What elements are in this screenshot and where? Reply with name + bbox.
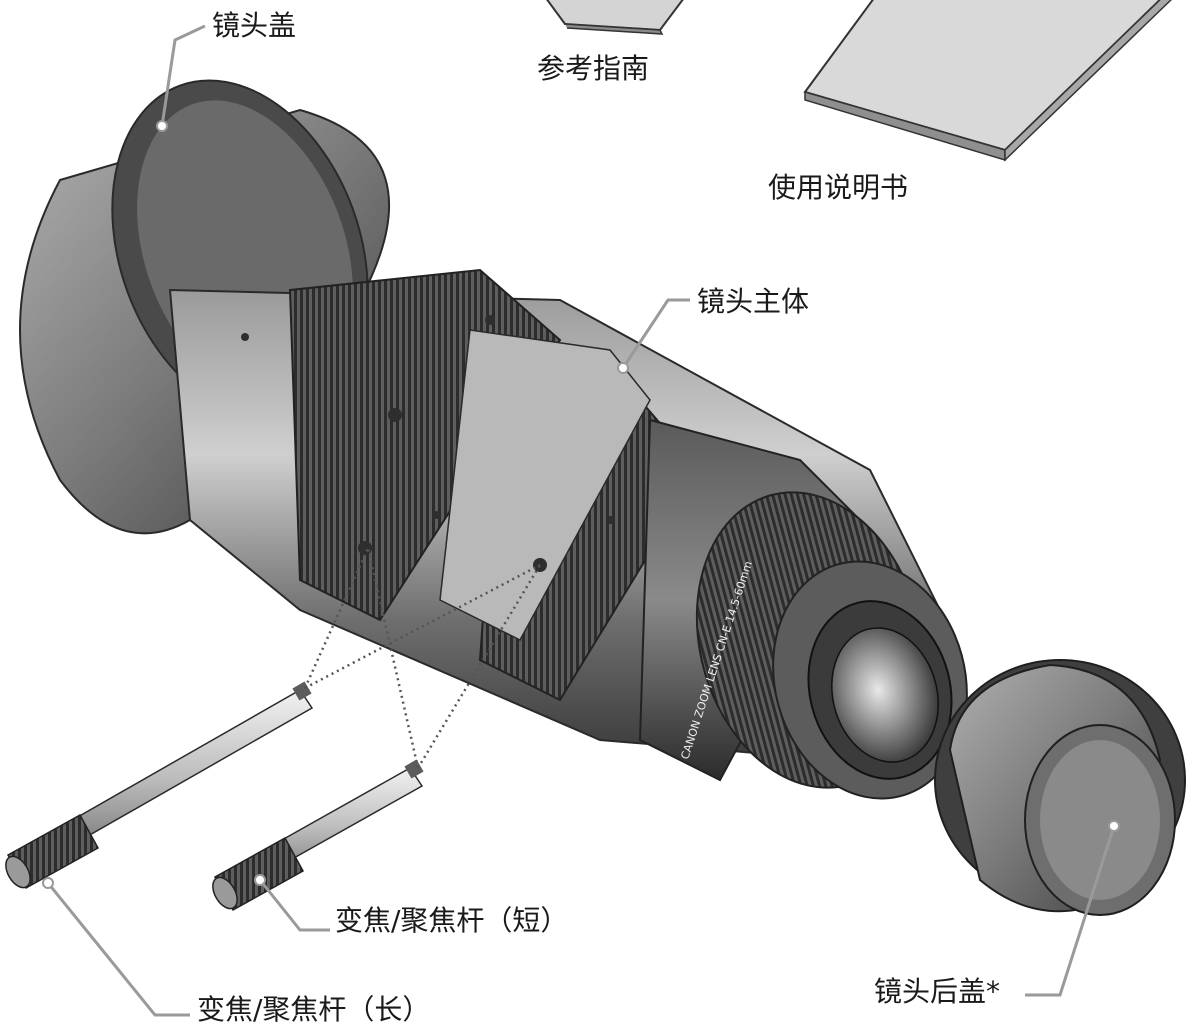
rod-long — [5, 681, 314, 890]
rear-cap — [934, 659, 1186, 916]
leader-dots — [42, 120, 1120, 889]
label-rod-short: 变焦/聚焦杆（短） — [335, 904, 569, 937]
lens-body: CANON ZOOM LENS CN-E 14.5-60mm — [19, 79, 968, 800]
insertion-guides — [303, 547, 542, 769]
label-lens-cap: 镜头盖 — [212, 9, 297, 42]
reference-guide-booklet — [546, 0, 684, 35]
label-reference-guide: 参考指南 — [537, 52, 650, 85]
label-rod-long: 变焦/聚焦杆（长） — [197, 993, 431, 1026]
operating-manual-booklet — [803, 0, 1172, 162]
leader-lines — [46, 24, 1116, 1017]
label-operating-manual: 使用说明书 — [768, 171, 909, 204]
label-lens-body: 镜头主体 — [697, 285, 810, 318]
label-rear-cap: 镜头后盖* — [874, 975, 1001, 1008]
rod-short — [212, 759, 424, 912]
